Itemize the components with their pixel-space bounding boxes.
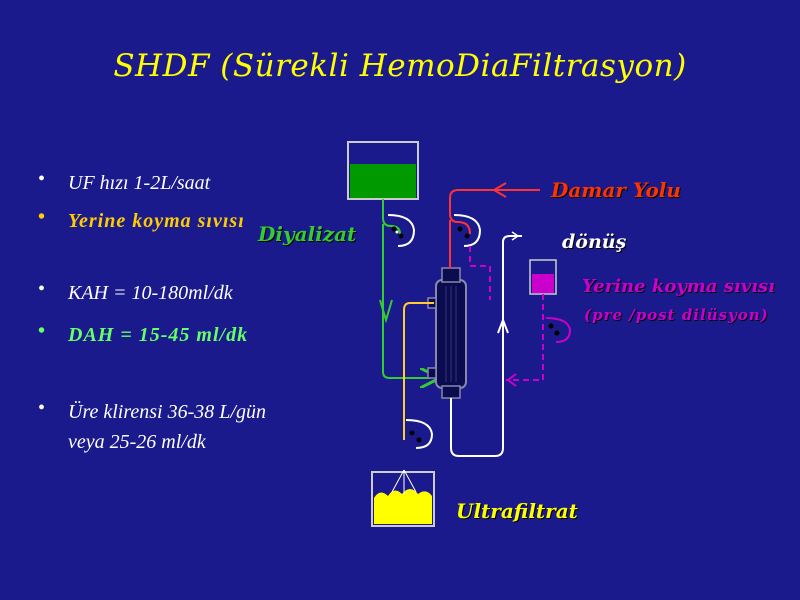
substitution-fluid-label: Yerine koyma sıvısı [582,276,776,297]
arterial-arrow-icon [492,182,507,198]
dialysate-label: Diyalizat [258,222,357,246]
bullet-text: Yerine koyma sıvısı [68,210,245,232]
return-label: dönüş [562,231,627,253]
ultrafiltrate-line [403,302,434,440]
arterial-line-label: Damar Yolu [551,178,681,202]
bullet-dot-icon: • [38,397,46,419]
bullet-text: KAH = 10-180ml/dk [68,282,233,304]
substitution-arrow-icon [506,373,517,387]
bullet-text: Üre klirensi 36-38 L/gün veya 25-26 ml/d… [68,401,266,453]
slide-title: SHDF (Sürekli HemoDiaFiltrasyon) [113,48,687,84]
bullet-text: DAH = 15-45 ml/dk [68,324,249,346]
bullet-dot-icon: • [38,206,47,228]
bullet-dot-icon: • [38,168,46,190]
bullet-text: UF hızı 1-2L/saat [68,172,211,194]
dialysate-bag [347,141,419,200]
substitution-line [469,246,544,381]
substitution-pump-icon [545,317,572,343]
bullet-dot-icon: • [38,320,47,342]
venous-arrow-icon [497,317,509,334]
hemofilter-icon [427,267,467,399]
ultrafiltrate-label: Ultrafiltrat [456,499,578,523]
ultrafiltrate-bag [371,469,435,527]
bullet-dot-icon: • [38,278,46,300]
return-arrow-icon [511,231,520,241]
substitution-fluid-bag [529,259,557,295]
arterial-line [449,189,540,268]
dialysate-arrow-icon [379,299,393,324]
blood-pump-icon [453,214,482,247]
dialysate-line [382,199,430,378]
ultrafiltrate-pump-icon [405,419,434,449]
venous-return-line [450,235,522,457]
dilution-label: (pre /post dilüsyon) [584,306,769,324]
dialysate-pump-icon [387,214,416,247]
